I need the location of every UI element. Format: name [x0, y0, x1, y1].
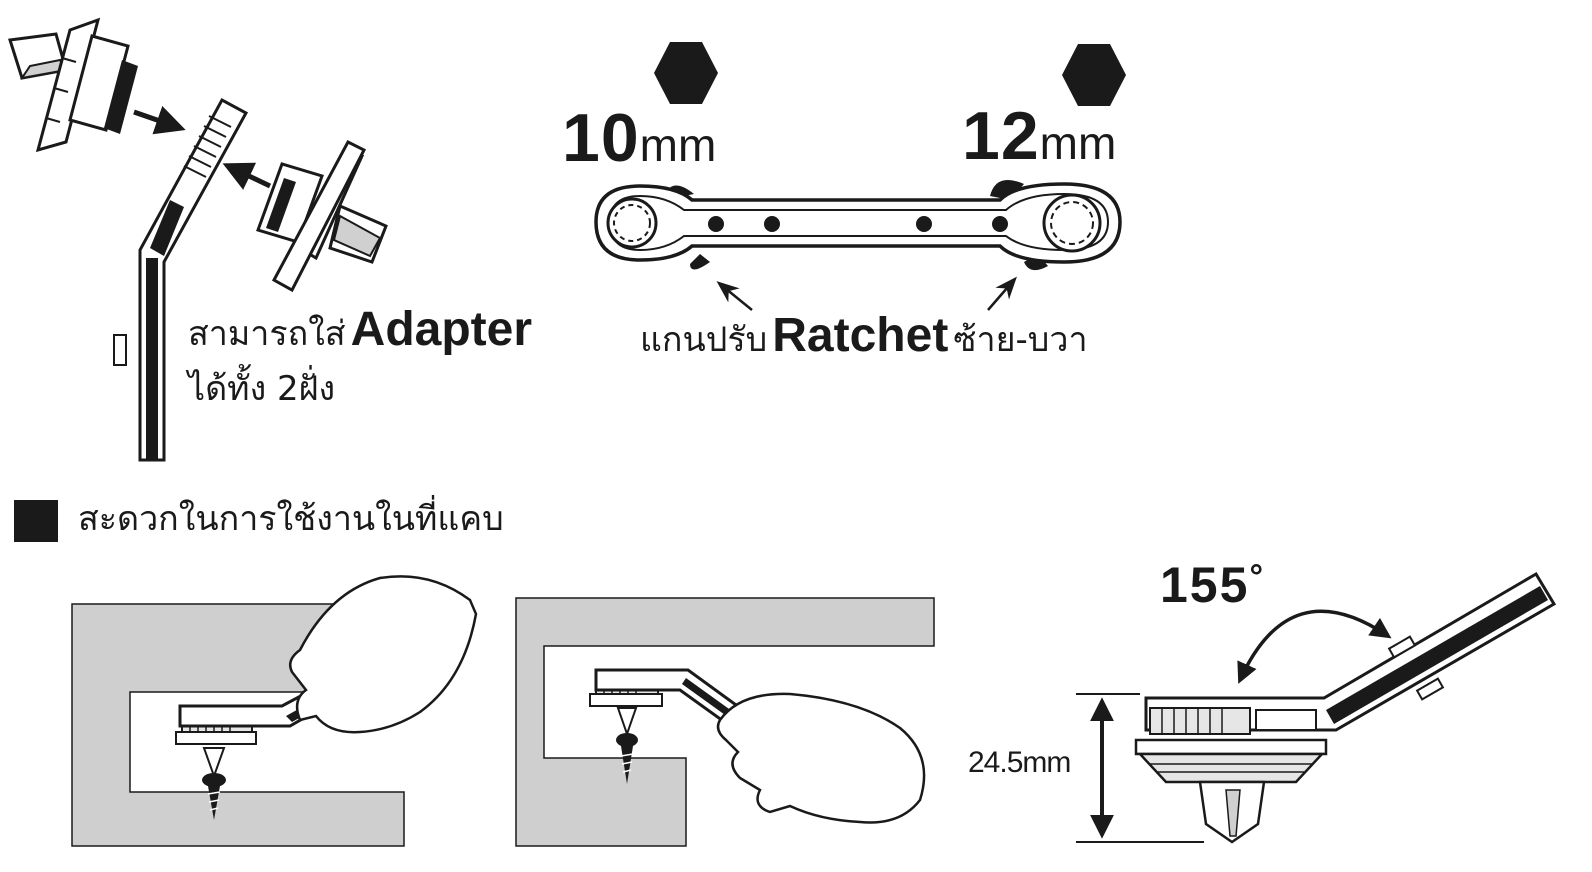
angle-value: 155 [1160, 557, 1250, 613]
section-bullet-square [14, 500, 58, 542]
size-right-number: 12 [962, 98, 1040, 174]
adapter-lower-right [256, 140, 388, 293]
wall-bracket-middle [515, 597, 935, 847]
size-label-12mm: 12mm [962, 102, 1116, 170]
hex-nut-12mm-icon [1062, 44, 1126, 106]
ratchet-pointer-left [716, 281, 753, 311]
height-label: 24.5mm [968, 746, 1071, 779]
hex-nut-10mm-icon [654, 42, 718, 104]
bent-wrench-side-view [113, 97, 249, 462]
ratchet-caption-latin: Ratchet [772, 309, 949, 362]
adapter-caption-line1: สามารถใส่ Adapter [188, 306, 532, 354]
section-heading: สะดวกในการใช้งานในที่แคบ [78, 499, 504, 539]
hand-left [289, 575, 478, 734]
angle-arc-arrow [1237, 609, 1392, 684]
size-right-unit: mm [1039, 117, 1117, 169]
adapter-caption-latin: Adapter [350, 303, 533, 356]
ratchet-caption-thai-1: แกนปรับ [640, 320, 768, 360]
angle-label: 155° [1160, 560, 1265, 610]
wrench-profile-right [1134, 571, 1557, 844]
size-left-number: 10 [562, 100, 640, 176]
insert-arrow-lower [222, 162, 272, 190]
ratchet-caption-thai-2: ซ้าย-บวา [953, 320, 1088, 360]
ratchet-wrench-top-view [594, 180, 1122, 271]
adapter-caption-line2: ได้ทั้ง 2ฝั่ง [188, 369, 336, 409]
size-left-unit: mm [639, 119, 717, 171]
adapter-caption-thai: สามารถใส่ [188, 314, 346, 354]
size-label-10mm: 10mm [562, 104, 716, 172]
adapter-upper-left [8, 17, 138, 153]
insert-arrow-upper [133, 105, 186, 135]
ratchet-pointer-right [987, 276, 1017, 311]
screw-middle [616, 707, 638, 784]
angle-degree-symbol: ° [1249, 558, 1266, 596]
ratchet-caption: แกนปรับ Ratchet ซ้าย-บวา [640, 312, 1088, 360]
hand-middle [716, 692, 926, 824]
screw-left [202, 747, 226, 820]
